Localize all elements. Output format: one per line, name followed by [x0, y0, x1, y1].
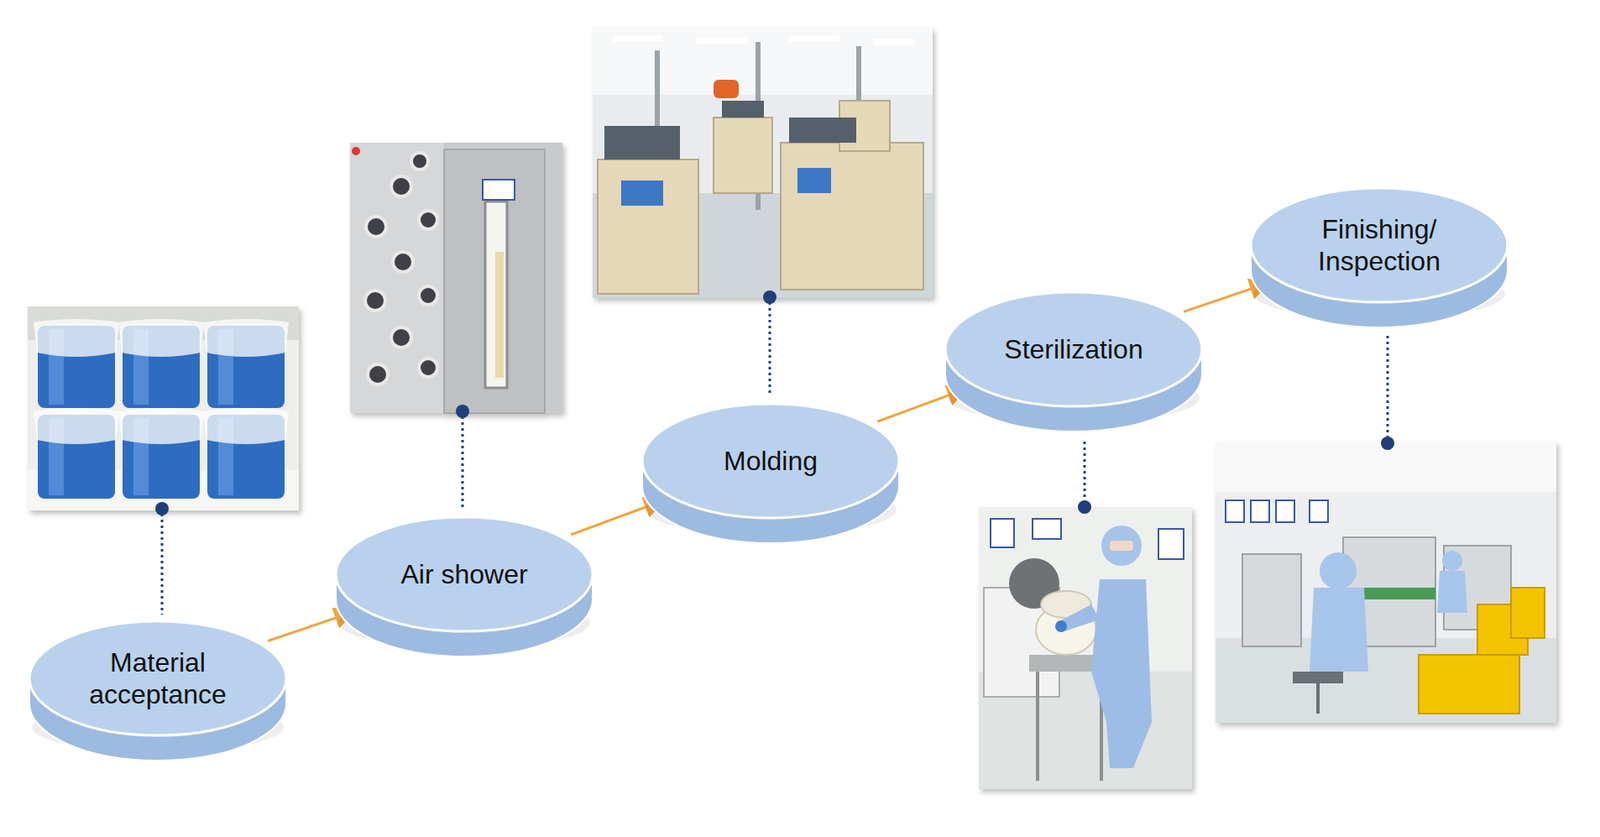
sterilization-photo	[978, 507, 1193, 790]
process-disc: Sterilization	[943, 290, 1204, 434]
process-disc: Air shower	[334, 515, 595, 659]
drums-photo	[27, 306, 299, 511]
node-label: Air shower	[400, 558, 528, 591]
molding-photo	[592, 27, 933, 299]
process-disc: Finishing/ Inspection	[1249, 186, 1510, 330]
air-shower-photo	[350, 142, 563, 414]
process-disc: Material acceptance	[27, 619, 288, 763]
inspection-photo	[1215, 441, 1557, 723]
node-label: Sterilization	[1003, 333, 1143, 366]
node-label: Material acceptance	[51, 646, 265, 712]
process-disc: Molding	[640, 402, 901, 545]
node-label: Molding	[723, 444, 818, 477]
node-label: Finishing/ Inspection	[1272, 213, 1486, 278]
